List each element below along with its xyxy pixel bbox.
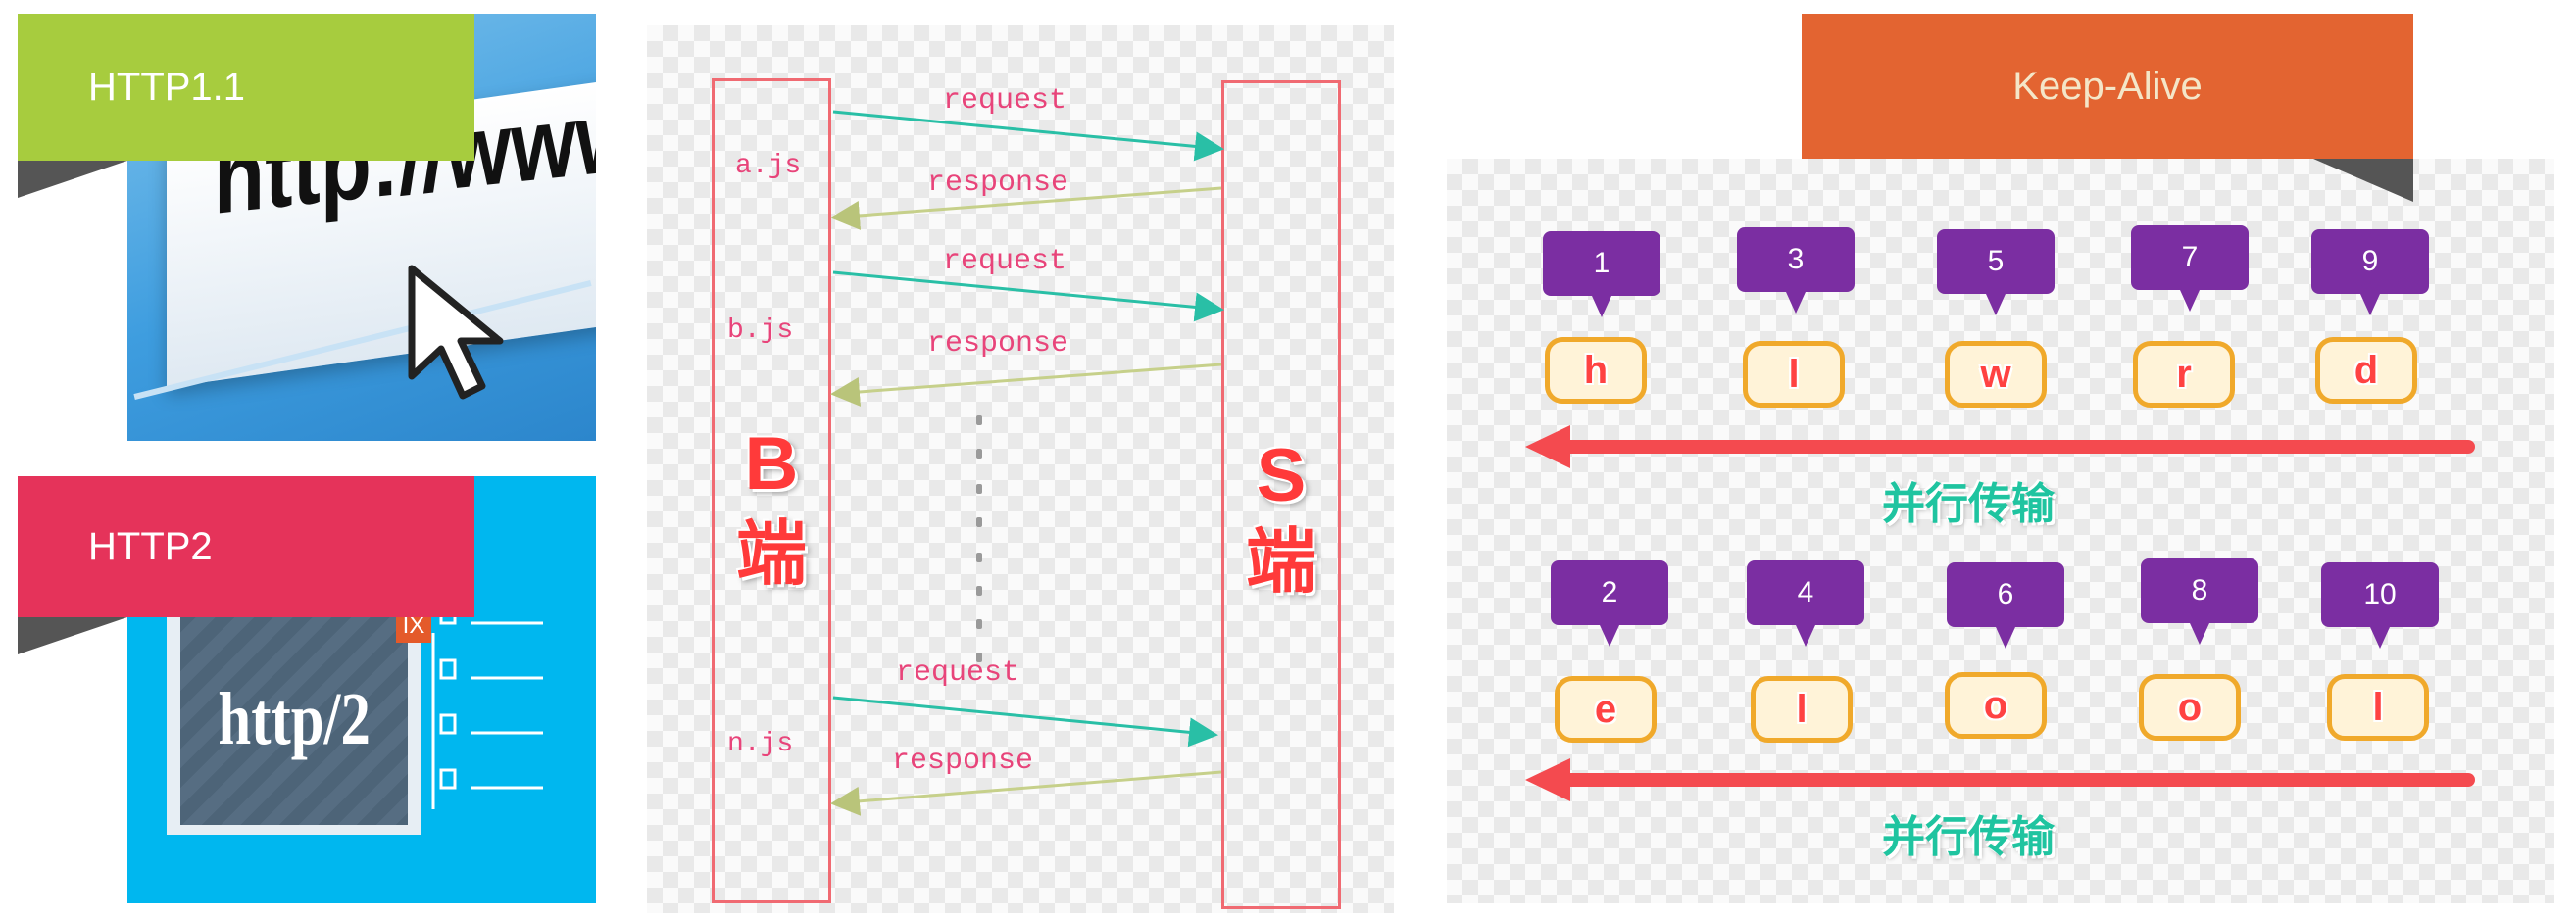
- packet-number-tag: 2: [1551, 560, 1668, 647]
- packet-letter-box: l: [1751, 676, 1853, 743]
- packet-number-tag: 5: [1937, 229, 2055, 315]
- message-arrows: [830, 110, 1224, 816]
- packet-letter-box: e: [1555, 676, 1657, 743]
- response-label-2: response: [927, 327, 1069, 361]
- packet-letter-box: o: [2139, 674, 2241, 741]
- packet-letter-box: r: [2133, 341, 2235, 408]
- parallel-transfer-label-1: 并行传输: [1882, 480, 2055, 528]
- server-side-label: 端: [1245, 523, 1316, 602]
- http2-banner-tail: [18, 617, 127, 654]
- ellipsis-dot: [976, 586, 982, 596]
- http2-title: HTTP2: [88, 524, 213, 568]
- http11-title: HTTP1.1: [88, 65, 246, 109]
- ellipsis-dot: [976, 484, 982, 494]
- packet-number-tag: 1: [1543, 231, 1660, 317]
- http2-badge: http/2: [180, 613, 408, 825]
- packet-number-tag: 10: [2321, 562, 2439, 649]
- keep-alive-banner-tail: [2313, 159, 2413, 202]
- response-arrow-1: [830, 186, 1222, 230]
- server-side-letter: S: [1256, 434, 1307, 517]
- parallel-transfer-arrow-2: [1525, 758, 2475, 801]
- cursor-arrow-icon: [408, 265, 504, 400]
- server-lifeline: [1221, 80, 1341, 909]
- sequence-diagram: B 端 S 端 a.js b.js n.js request response …: [647, 25, 1394, 913]
- response-arrow-3: [830, 770, 1222, 816]
- keep-alive-banner: Keep-Alive: [1802, 14, 2413, 159]
- packet-number-tag: 3: [1737, 227, 1855, 314]
- packet-number-tag: 6: [1947, 562, 2064, 649]
- http11-banner-tail: [18, 161, 127, 198]
- packet-letter-box: l: [1743, 341, 1845, 408]
- ellipsis-dot: [976, 449, 982, 459]
- http2-badge-text: http/2: [218, 677, 371, 760]
- outline-list-icon: [431, 604, 543, 809]
- browser-lifeline: [712, 78, 831, 903]
- file-label-n: n.js: [727, 729, 794, 759]
- packet-letter-box: d: [2315, 337, 2417, 404]
- ellipsis-dot: [976, 653, 982, 662]
- packet-number-tag: 4: [1747, 560, 1864, 647]
- request-label-1: request: [943, 84, 1067, 118]
- parallel-transfer-label-2: 并行传输: [1882, 813, 2055, 861]
- request-label-2: request: [943, 245, 1067, 278]
- packet-number-tag: 9: [2311, 229, 2429, 315]
- browser-side-label: 端: [735, 515, 807, 594]
- ellipsis-dot: [976, 517, 982, 527]
- packet-letter-box: w: [1945, 341, 2047, 408]
- ellipsis-dot: [976, 415, 982, 425]
- request-arrow-2: [832, 270, 1224, 322]
- response-label-3: response: [892, 745, 1034, 778]
- file-label-a: a.js: [735, 151, 802, 181]
- response-label-1: response: [927, 167, 1069, 200]
- request-arrow-3: [832, 696, 1218, 748]
- request-label-3: request: [896, 656, 1020, 690]
- keep-alive-title: Keep-Alive: [2012, 64, 2203, 108]
- http11-banner: HTTP1.1: [18, 14, 474, 161]
- packet-letter-box: h: [1545, 337, 1647, 404]
- ellipsis-dot: [976, 553, 982, 562]
- response-arrow-2: [830, 363, 1222, 407]
- packet-letter-box: l: [2327, 674, 2429, 741]
- packet-number-tag: 8: [2141, 558, 2258, 645]
- request-arrow-1: [832, 110, 1224, 162]
- file-label-b: b.js: [727, 315, 794, 346]
- http2-panel: http/2 IX HTTP2: [18, 476, 596, 903]
- http11-panel: http://www. HTTP1.1: [18, 14, 596, 441]
- packet-letter-box: o: [1945, 672, 2047, 739]
- http2-image: http/2 IX: [127, 476, 596, 903]
- packet-number-tag: 7: [2131, 225, 2249, 312]
- parallel-transfer-arrow-1: [1525, 425, 2475, 468]
- http2-banner: HTTP2: [18, 476, 474, 617]
- ellipsis-dot: [976, 619, 982, 629]
- browser-side-letter: B: [744, 422, 799, 506]
